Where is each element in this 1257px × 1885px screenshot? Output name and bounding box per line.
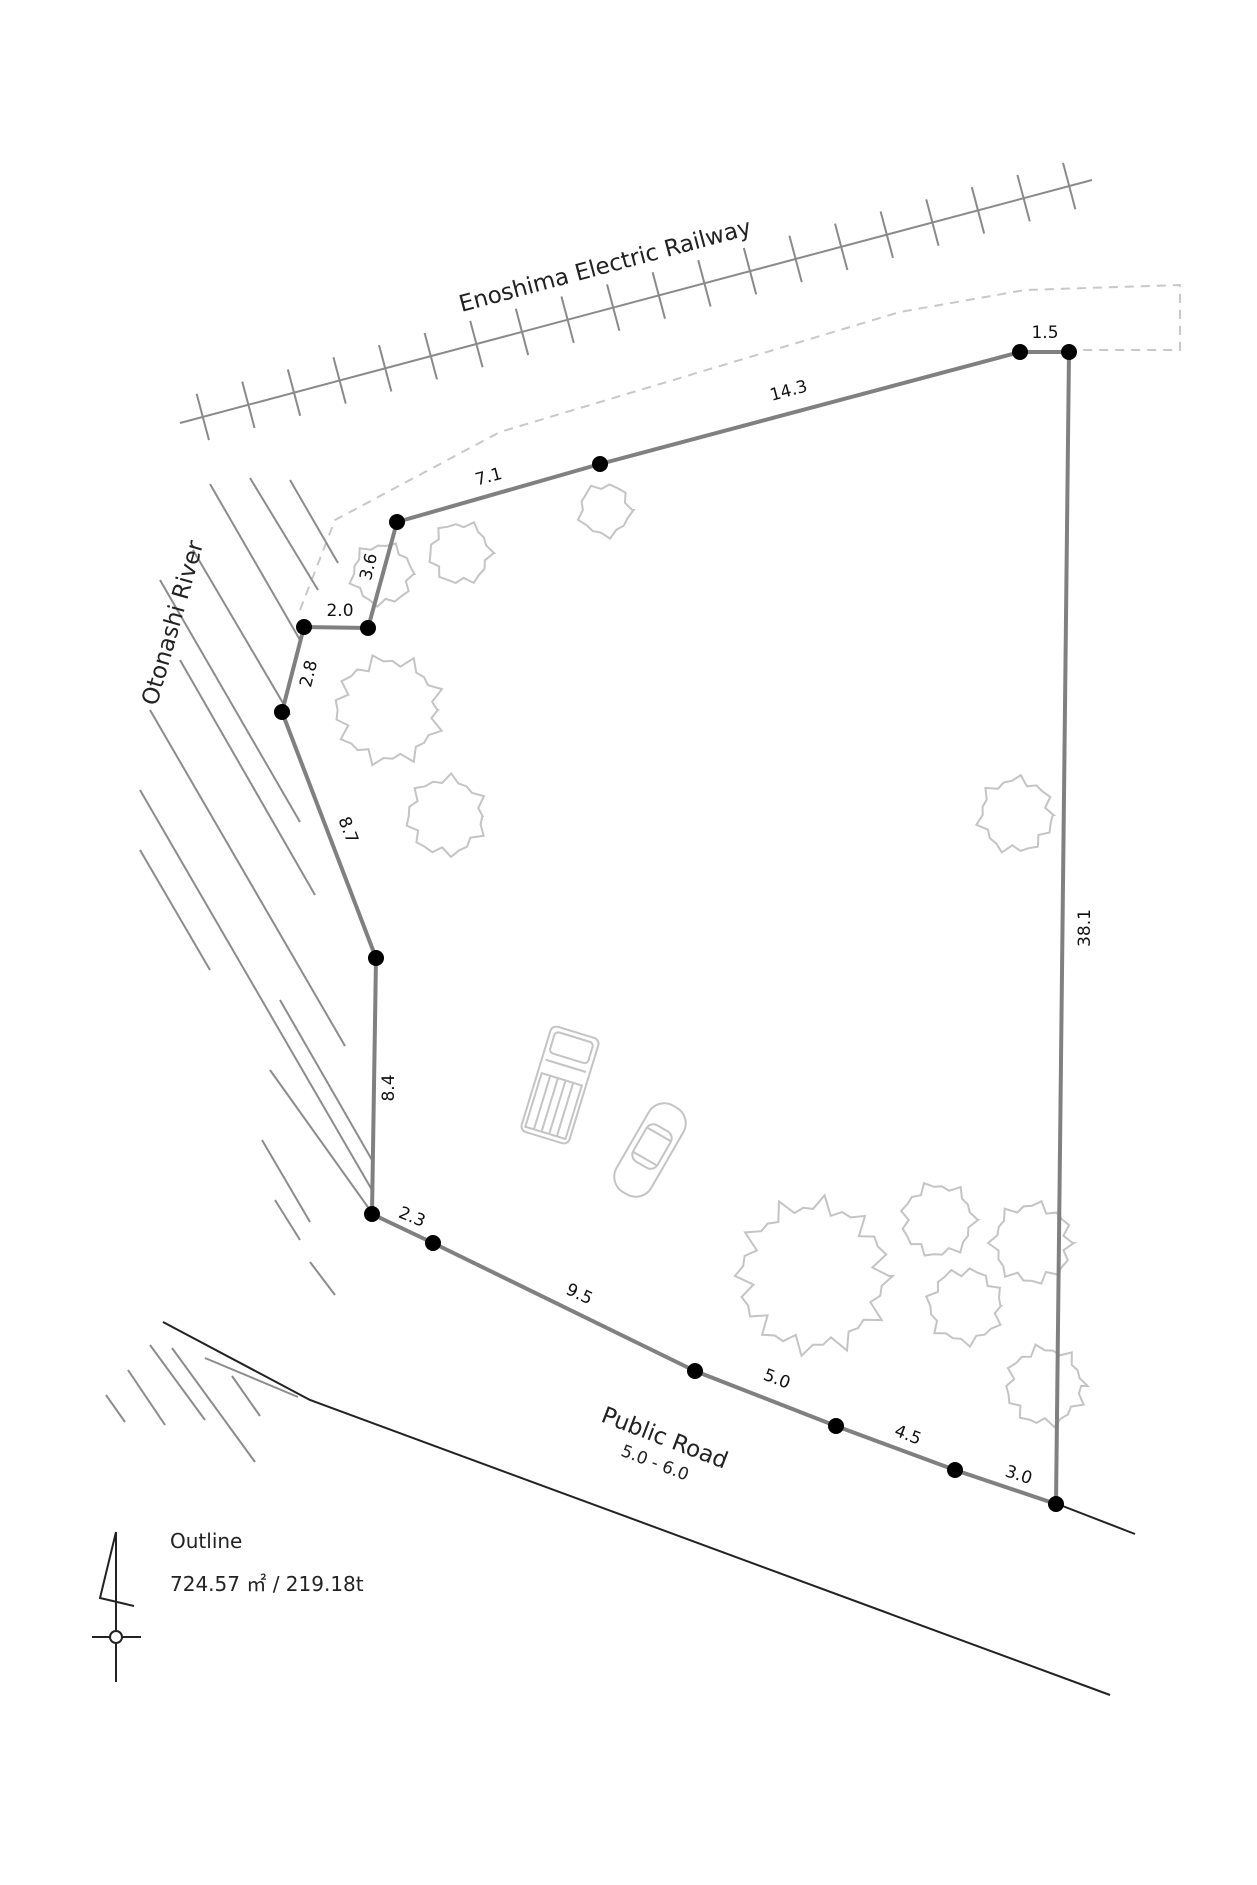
railway-tie	[742, 247, 758, 295]
boundary-vertex	[296, 619, 312, 635]
railway-tie	[697, 259, 712, 307]
road-hatch	[105, 1344, 299, 1463]
dim-label-6: 2.8	[296, 658, 322, 689]
boundary-vertex	[360, 620, 376, 636]
tree-canopy-icon	[348, 542, 417, 608]
railway-tie	[1016, 174, 1031, 222]
tree-canopy-icon	[428, 520, 497, 585]
boundary-vertex	[389, 514, 405, 530]
tree-canopy-icon	[924, 1267, 1004, 1349]
railway-tie	[195, 393, 210, 441]
river-hatch-line	[269, 1069, 371, 1211]
dim-label-13: 3.0	[1003, 1462, 1035, 1489]
railway-tie	[834, 223, 849, 271]
boundary-vertex	[687, 1363, 703, 1379]
tree-canopy-icon	[986, 1199, 1078, 1285]
railway-tie	[332, 357, 347, 404]
railway-tie	[651, 271, 666, 319]
river-hatch-line	[159, 579, 301, 823]
river-hatch-line	[139, 849, 211, 971]
boundary-vertex	[1048, 1496, 1064, 1512]
segment-dimensions: 1.5 14.3 7.1 3.6 2.0 2.8 8.7 8.4 2.3 9.5…	[296, 323, 1095, 1489]
boundary-vertex	[274, 704, 290, 720]
outline-title: Outline	[170, 1529, 242, 1553]
river-hatch	[139, 477, 373, 1296]
outline-area: 724.57 ㎡ / 219.18t	[170, 1572, 364, 1596]
road-hatch-line	[204, 1357, 299, 1398]
dim-label-1: 1.5	[1031, 323, 1058, 343]
railway-tie	[514, 308, 530, 356]
railway-tie	[925, 199, 940, 246]
railway-tie	[423, 332, 438, 380]
boundary-vertex	[947, 1462, 963, 1478]
river-hatch-line	[179, 659, 316, 896]
river-hatch-line	[279, 999, 373, 1161]
dim-label-2: 14.3	[768, 377, 810, 406]
boundary-vertex	[368, 950, 384, 966]
road-hatch-line	[171, 1347, 256, 1463]
railway-tie	[286, 369, 302, 417]
boundary-vertex	[1012, 344, 1028, 360]
road-hatch-line	[105, 1394, 126, 1423]
boundary-vertex	[828, 1418, 844, 1434]
river-label: Otonashi River	[137, 537, 209, 708]
dim-label-12: 4.5	[892, 1421, 924, 1449]
river-hatch-line	[209, 483, 301, 641]
boundary-vertex	[1061, 344, 1077, 360]
river-hatch-line	[192, 549, 291, 716]
dim-label-3: 7.1	[473, 464, 504, 490]
tree-canopy-icon	[1005, 1343, 1091, 1429]
railway-tie	[469, 320, 484, 368]
railway-tie	[241, 381, 256, 429]
public-road-edges	[162, 1321, 1136, 1696]
river-hatch-line	[309, 1261, 336, 1296]
dim-label-10: 9.5	[563, 1280, 596, 1310]
dim-label-7: 8.7	[333, 814, 361, 846]
boundary-vertex	[425, 1235, 441, 1251]
tree-canopy-icon	[733, 1193, 896, 1358]
railway-tie	[788, 235, 803, 283]
boundary-vertex	[592, 456, 608, 472]
dim-label-5: 2.0	[326, 601, 353, 621]
north-arrow-icon	[92, 1531, 141, 1682]
tree-canopy-icon	[974, 773, 1057, 854]
railway-tie	[879, 211, 894, 259]
river-hatch-line	[139, 789, 373, 1191]
river-hatch-line	[261, 1139, 311, 1223]
tree-canopy-icon	[405, 771, 486, 859]
boundary-vertex	[364, 1206, 380, 1222]
railway-tie	[378, 344, 393, 392]
tree-canopy-icon	[899, 1181, 981, 1257]
dim-label-11: 5.0	[761, 1365, 793, 1393]
river-hatch-line	[149, 709, 346, 1047]
road-hatch-line	[127, 1369, 166, 1426]
railway-tie	[1062, 162, 1077, 210]
railway-tie	[970, 186, 986, 234]
dim-label-14: 38.1	[1075, 909, 1095, 947]
pickup-truck-icon	[520, 1025, 600, 1145]
sedan-car-icon	[613, 1102, 687, 1198]
tree-canopy-icon	[334, 653, 444, 767]
river-hatch-line	[289, 479, 339, 564]
boundary-vertices	[274, 344, 1077, 1512]
river-hatch-line	[249, 477, 319, 591]
dim-label-8: 8.4	[379, 1074, 399, 1101]
railway-tie	[606, 284, 621, 332]
railway-track	[179, 162, 1093, 441]
river-hatch-line	[274, 1199, 301, 1241]
trees	[334, 483, 1091, 1429]
tree-canopy-icon	[576, 483, 636, 540]
road-hatch-line	[231, 1375, 261, 1417]
road-hatch-line	[149, 1344, 206, 1421]
railway-tie	[560, 296, 575, 344]
